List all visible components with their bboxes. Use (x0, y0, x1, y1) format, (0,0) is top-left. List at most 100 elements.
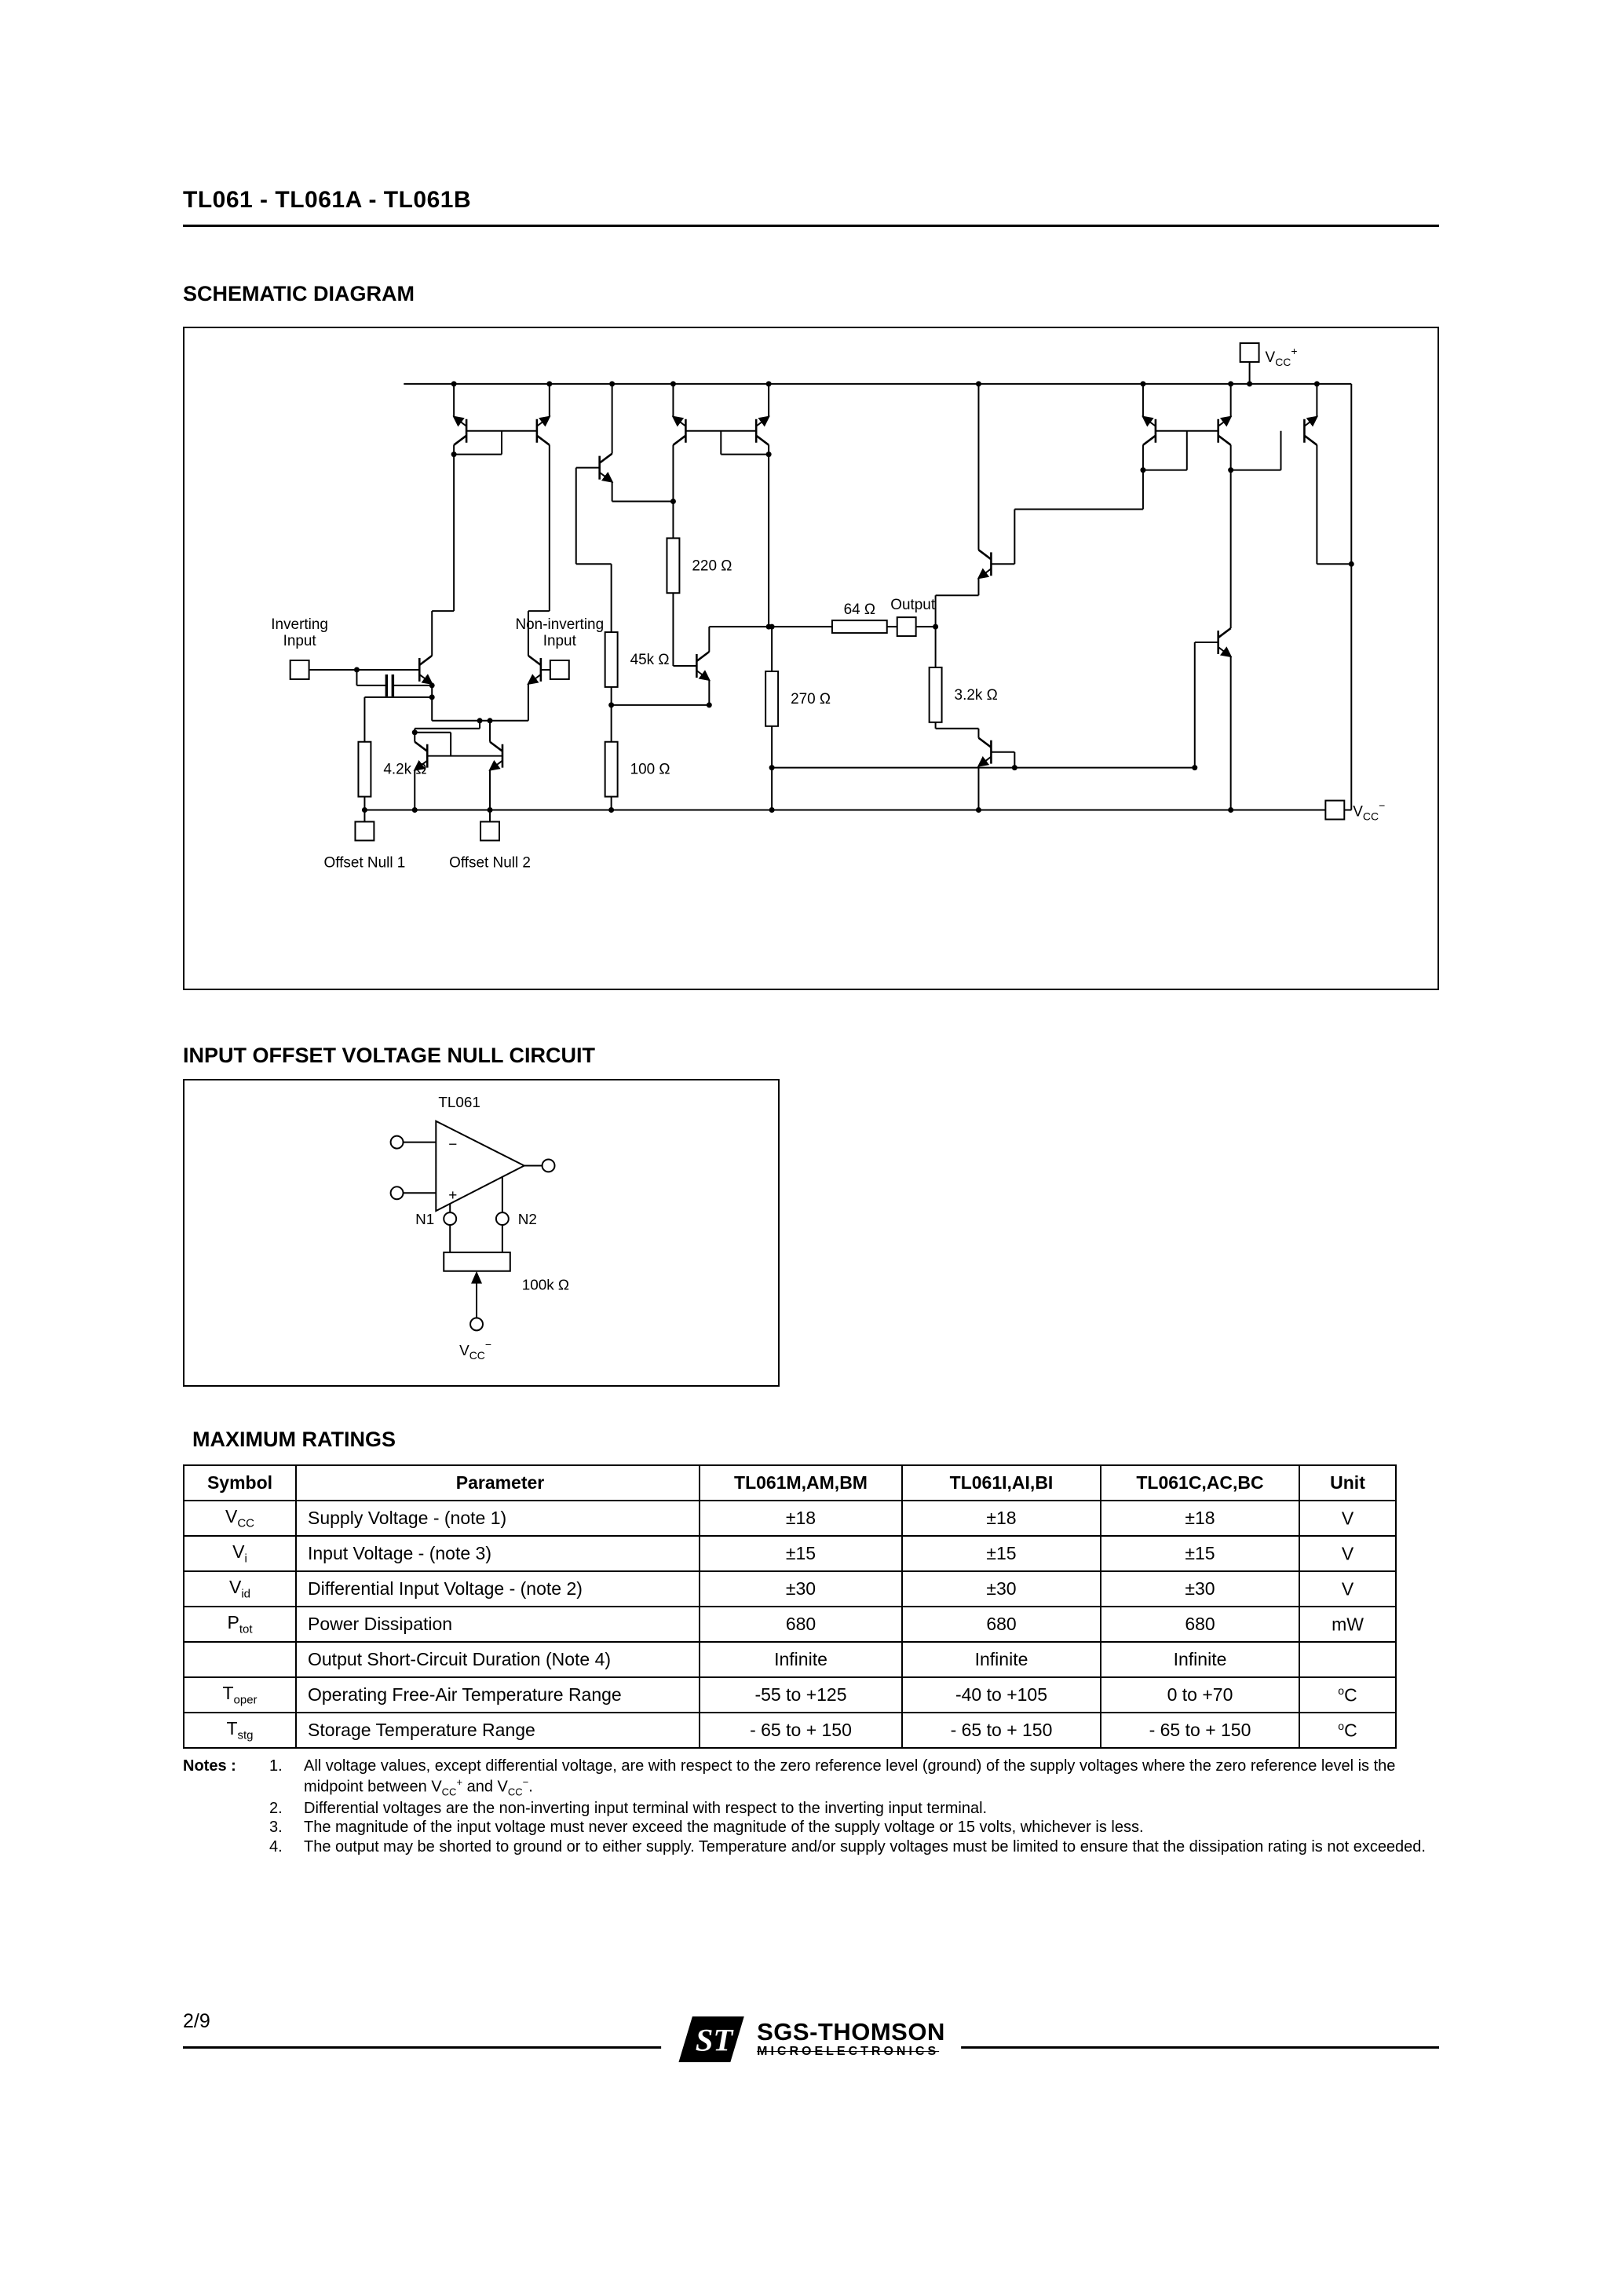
value-cell: -55 to +125 (699, 1676, 903, 1713)
symbol-cell: Vid (183, 1570, 297, 1607)
inverting-pin-circle (389, 1135, 404, 1150)
parameter-cell: Output Short-Circuit Duration (Note 4) (295, 1641, 700, 1678)
value-cell: ±18 (699, 1500, 903, 1537)
note-item: 2. Differential voltages are the non-inv… (269, 1799, 1439, 1819)
value-cell: ±30 (901, 1570, 1101, 1607)
maximum-ratings-table: Symbol Parameter TL061M,AM,BM TL061I,AI,… (183, 1464, 1397, 1749)
st-logo-icon: ST (678, 2016, 744, 2063)
transistor-emitters (413, 415, 1319, 771)
offset-null-2-label: Offset Null 2 (449, 854, 531, 871)
resistor-3k2 (928, 666, 943, 723)
resistor-64-label: 64 Ω (844, 601, 875, 618)
symbol-cell: Vi (183, 1535, 297, 1572)
table-row: Ptot Power Dissipation 680 680 680 mW (183, 1606, 1397, 1643)
parameter-cell: Storage Temperature Range (295, 1712, 700, 1749)
inverting-input-label-1: Inverting (271, 616, 328, 633)
notes-label: Notes : (183, 1757, 236, 1775)
value-cell: ±18 (901, 1500, 1101, 1537)
note-number: 1. (269, 1757, 283, 1775)
opamp-triangle (435, 1120, 526, 1212)
resistor-4k2 (357, 740, 372, 798)
n2-pin-circle (495, 1212, 510, 1227)
page-number: 2/9 (183, 2010, 210, 2032)
value-cell: ±15 (699, 1535, 903, 1572)
table-row: VCC Supply Voltage - (note 1) ±18 ±18 ±1… (183, 1500, 1397, 1537)
value-cell: ±30 (1100, 1570, 1300, 1607)
value-cell: - 65 to + 150 (699, 1712, 903, 1749)
output-pin-circle (541, 1158, 556, 1173)
vcc-plus-label: VCC+ (1266, 345, 1298, 368)
value-cell: - 65 to + 150 (901, 1712, 1101, 1749)
resistor-45k (604, 631, 619, 688)
value-cell: ±15 (901, 1535, 1101, 1572)
unit-cell (1299, 1641, 1397, 1678)
unit-cell: mW (1299, 1606, 1397, 1643)
schematic-heading: SCHEMATIC DIAGRAM (183, 282, 415, 305)
resistor-220 (666, 537, 681, 594)
note-number: 2. (269, 1799, 283, 1817)
unit-cell: V (1299, 1570, 1397, 1607)
schematic-wires-left (309, 383, 550, 822)
table-row: Tstg Storage Temperature Range - 65 to +… (183, 1712, 1397, 1749)
null-vcc-minus-label: VCC− (459, 1338, 491, 1362)
resistor-45k-label: 45k Ω (630, 652, 670, 668)
noninverting-pin-circle (389, 1186, 404, 1201)
value-cell: ±30 (699, 1570, 903, 1607)
vcc-minus-terminal (1324, 799, 1346, 821)
value-cell: 680 (1100, 1606, 1300, 1643)
plus-input-sign: + (448, 1187, 457, 1204)
vcc-minus-label: VCC− (1353, 799, 1385, 823)
pot-value-label: 100k Ω (522, 1278, 569, 1294)
note-text: All voltage values, except differential … (304, 1757, 1396, 1798)
symbol-cell: Ptot (183, 1606, 297, 1643)
title-rule (183, 225, 1439, 227)
unit-cell: V (1299, 1535, 1397, 1572)
brand-name: SGS-THOMSON (757, 2017, 945, 2046)
table-header-row: Symbol Parameter TL061M,AM,BM TL061I,AI,… (183, 1464, 1397, 1501)
schematic-diagram-svg: VCC+ VCC− Inverting Input Non-inverting … (271, 342, 1385, 871)
brand-text: SGS-THOMSON MICROELECTRONICS (757, 2017, 945, 2060)
header-c: TL061C,AC,BC (1100, 1464, 1300, 1501)
value-cell: - 65 to + 150 (1100, 1712, 1300, 1749)
null-circuit-figure: TL061 − + N1 N2 100k Ω VCC− (183, 1079, 780, 1387)
null-circuit-svg: TL061 − + N1 N2 100k Ω VCC− (389, 1095, 569, 1362)
minus-input-sign: − (448, 1137, 457, 1153)
null-circuit-wires (403, 1141, 542, 1318)
inverting-input-terminal (289, 659, 310, 680)
brand-subtitle: MICROELECTRONICS (757, 2045, 940, 2059)
inverting-input-label-2: Input (283, 633, 317, 649)
symbol-cell (183, 1641, 297, 1678)
brand-logo: ST SGS-THOMSON MICROELECTRONICS (661, 2015, 961, 2064)
header-i: TL061I,AI,BI (901, 1464, 1101, 1501)
wiper-arrow (471, 1270, 482, 1284)
n2-label: N2 (518, 1212, 537, 1228)
noninverting-input-terminal (549, 659, 570, 680)
page-content: TL061 - TL061A - TL061B SCHEMATIC DIAGRA… (183, 0, 1439, 1857)
n1-pin-circle (443, 1212, 458, 1227)
resistor-100-label: 100 Ω (630, 762, 670, 778)
resistor-100 (604, 740, 619, 798)
ratings-heading: MAXIMUM RATINGS (192, 1428, 396, 1451)
table-row: Vid Differential Input Voltage - (note 2… (183, 1570, 1397, 1607)
transistor-symbols (414, 419, 1318, 768)
vcc-plus-terminal (1239, 342, 1260, 363)
junction-dots (353, 381, 1354, 813)
offset-null-1-label: Offset Null 1 (323, 854, 405, 871)
symbol-cell: Tstg (183, 1712, 297, 1749)
symbol-cell: VCC (183, 1500, 297, 1537)
page-footer: 2/9 ST SGS-THOMSON MICROELECTRONICS (183, 2010, 1439, 2112)
offset-null-1-terminal (354, 821, 375, 842)
null-potentiometer (443, 1251, 511, 1272)
table-row: Output Short-Circuit Duration (Note 4) I… (183, 1641, 1397, 1678)
resistor-3k2-label: 3.2k Ω (955, 687, 998, 704)
noninverting-input-label-1: Non-inverting (515, 616, 604, 633)
resistor-4k2-label: 4.2k Ω (383, 762, 426, 778)
output-label: Output (890, 597, 936, 613)
noninverting-input-label-2: Input (543, 633, 577, 649)
header-symbol: Symbol (183, 1464, 297, 1501)
value-cell: Infinite (1100, 1641, 1300, 1678)
value-cell: ±15 (1100, 1535, 1300, 1572)
value-cell: ±18 (1100, 1500, 1300, 1537)
schematic-figure: VCC+ VCC− Inverting Input Non-inverting … (183, 327, 1439, 990)
